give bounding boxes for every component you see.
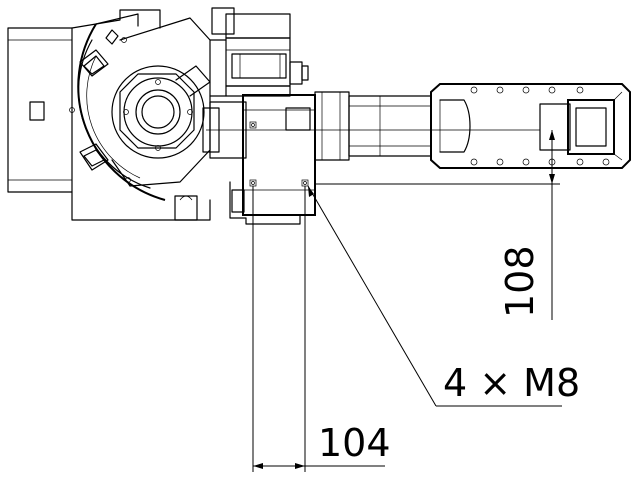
end-link [430,83,631,169]
base-housing [7,9,211,221]
mounting-holes-callout: 4 × M8 [443,361,580,405]
shoulder-joint-housing [69,13,166,201]
dimension-horizontal [252,186,385,472]
dimension-vertical-label: 108 [498,245,542,318]
wrist-flange-block [202,94,540,225]
wrist-rotary-joint [111,17,211,187]
motor-housing [209,7,309,97]
forearm-tube [314,91,432,161]
mounting-holes-leader [307,185,562,407]
dimension-horizontal-label: 104 [318,421,391,465]
dimension-vertical [315,130,560,320]
